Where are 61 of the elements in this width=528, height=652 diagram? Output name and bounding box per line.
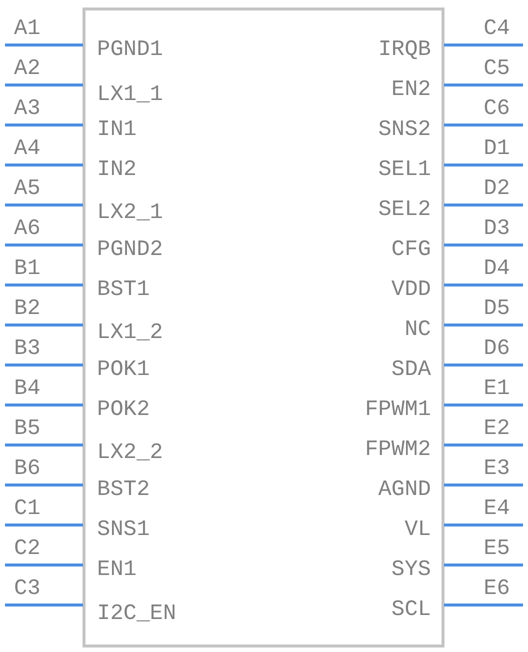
pin-number: D3 (484, 217, 510, 241)
pin-number: B1 (14, 257, 40, 281)
pin-name: EN1 (97, 558, 137, 582)
pin-name: PGND2 (97, 238, 164, 262)
pin-name: LX2_2 (97, 441, 164, 465)
pin-number: B2 (14, 297, 40, 321)
pin-number: C2 (14, 537, 40, 561)
pin-number: A5 (14, 177, 40, 201)
pin-number: D2 (484, 177, 510, 201)
pin-name: EN2 (391, 78, 431, 102)
pin-name: VDD (391, 278, 431, 302)
pin-number: A6 (14, 217, 40, 241)
pin-number: A1 (14, 17, 40, 41)
pin-number: B5 (14, 417, 40, 441)
pin-number: C6 (484, 97, 510, 121)
pin-name: LX2_1 (97, 201, 164, 225)
pin-number: D1 (484, 137, 510, 161)
pin-number: A4 (14, 137, 40, 161)
pin-name: FPWM1 (364, 398, 431, 422)
pin-number: C1 (14, 497, 40, 521)
pin-name: IN2 (97, 158, 137, 182)
chip-body (82, 8, 444, 648)
pin-name: VL (404, 518, 431, 542)
pin-number: C5 (484, 57, 510, 81)
pin-name: POK1 (97, 358, 150, 382)
pin-number: E4 (484, 497, 510, 521)
pin-number: E3 (484, 457, 510, 481)
pin-name: CFG (391, 238, 431, 262)
pin-name: IRQB (378, 38, 431, 62)
pin-name: IN1 (97, 118, 137, 142)
pin-number: C4 (484, 17, 510, 41)
pin-number: E6 (484, 577, 510, 601)
pin-number: B6 (14, 457, 40, 481)
pin-name: AGND (378, 478, 431, 502)
pin-name: SYS (391, 558, 431, 582)
pin-number: E2 (484, 417, 510, 441)
pin-name: I2C_EN (97, 602, 176, 626)
pin-name: SEL2 (378, 198, 431, 222)
pin-number: D4 (484, 257, 510, 281)
pin-number: A2 (14, 57, 40, 81)
pin-number: B3 (14, 337, 40, 361)
pin-number: C3 (14, 577, 40, 601)
pin-name: LX1_2 (97, 321, 164, 345)
pin-name: LX1_1 (97, 83, 164, 107)
pin-name: POK2 (97, 398, 150, 422)
pin-name: PGND1 (97, 38, 164, 62)
pin-name: SNS1 (97, 518, 150, 542)
pin-name: NC (404, 318, 431, 342)
pin-name: SEL1 (378, 158, 431, 182)
pin-name: FPWM2 (364, 438, 431, 462)
pin-name: BST2 (97, 478, 150, 502)
pin-name: SDA (391, 358, 431, 382)
pin-number: E5 (484, 537, 510, 561)
pin-number: B4 (14, 377, 40, 401)
pin-name: BST1 (97, 278, 150, 302)
pin-number: D5 (484, 297, 510, 321)
pin-number: E1 (484, 377, 510, 401)
pin-name: SCL (391, 598, 431, 622)
pin-number: D6 (484, 337, 510, 361)
pin-number: A3 (14, 97, 40, 121)
pin-name: SNS2 (378, 118, 431, 142)
